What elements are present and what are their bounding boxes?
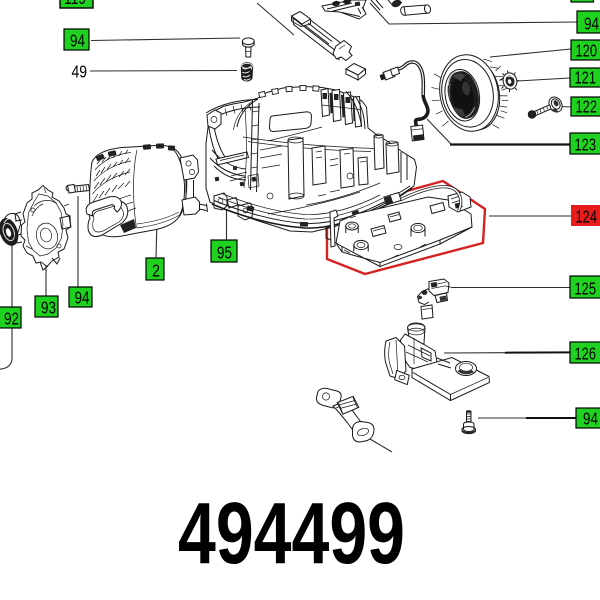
svg-text:125: 125 [575, 279, 597, 299]
svg-text:124: 124 [576, 207, 598, 227]
svg-text:121: 121 [575, 68, 597, 88]
svg-text:122: 122 [576, 97, 598, 117]
svg-text:93: 93 [41, 298, 56, 318]
svg-text:123: 123 [575, 135, 597, 155]
svg-text:94: 94 [75, 288, 90, 308]
svg-text:2: 2 [152, 261, 160, 281]
svg-text:94: 94 [70, 31, 85, 51]
svg-text:94: 94 [583, 409, 598, 429]
svg-text:119: 119 [64, 0, 86, 8]
svg-text:120: 120 [576, 41, 598, 61]
svg-text:92: 92 [4, 309, 19, 329]
svg-text:126: 126 [575, 344, 597, 364]
svg-text:94: 94 [584, 14, 599, 34]
svg-text:49: 49 [72, 62, 88, 82]
svg-text:494499: 494499 [178, 485, 405, 582]
svg-text:95: 95 [217, 243, 232, 263]
